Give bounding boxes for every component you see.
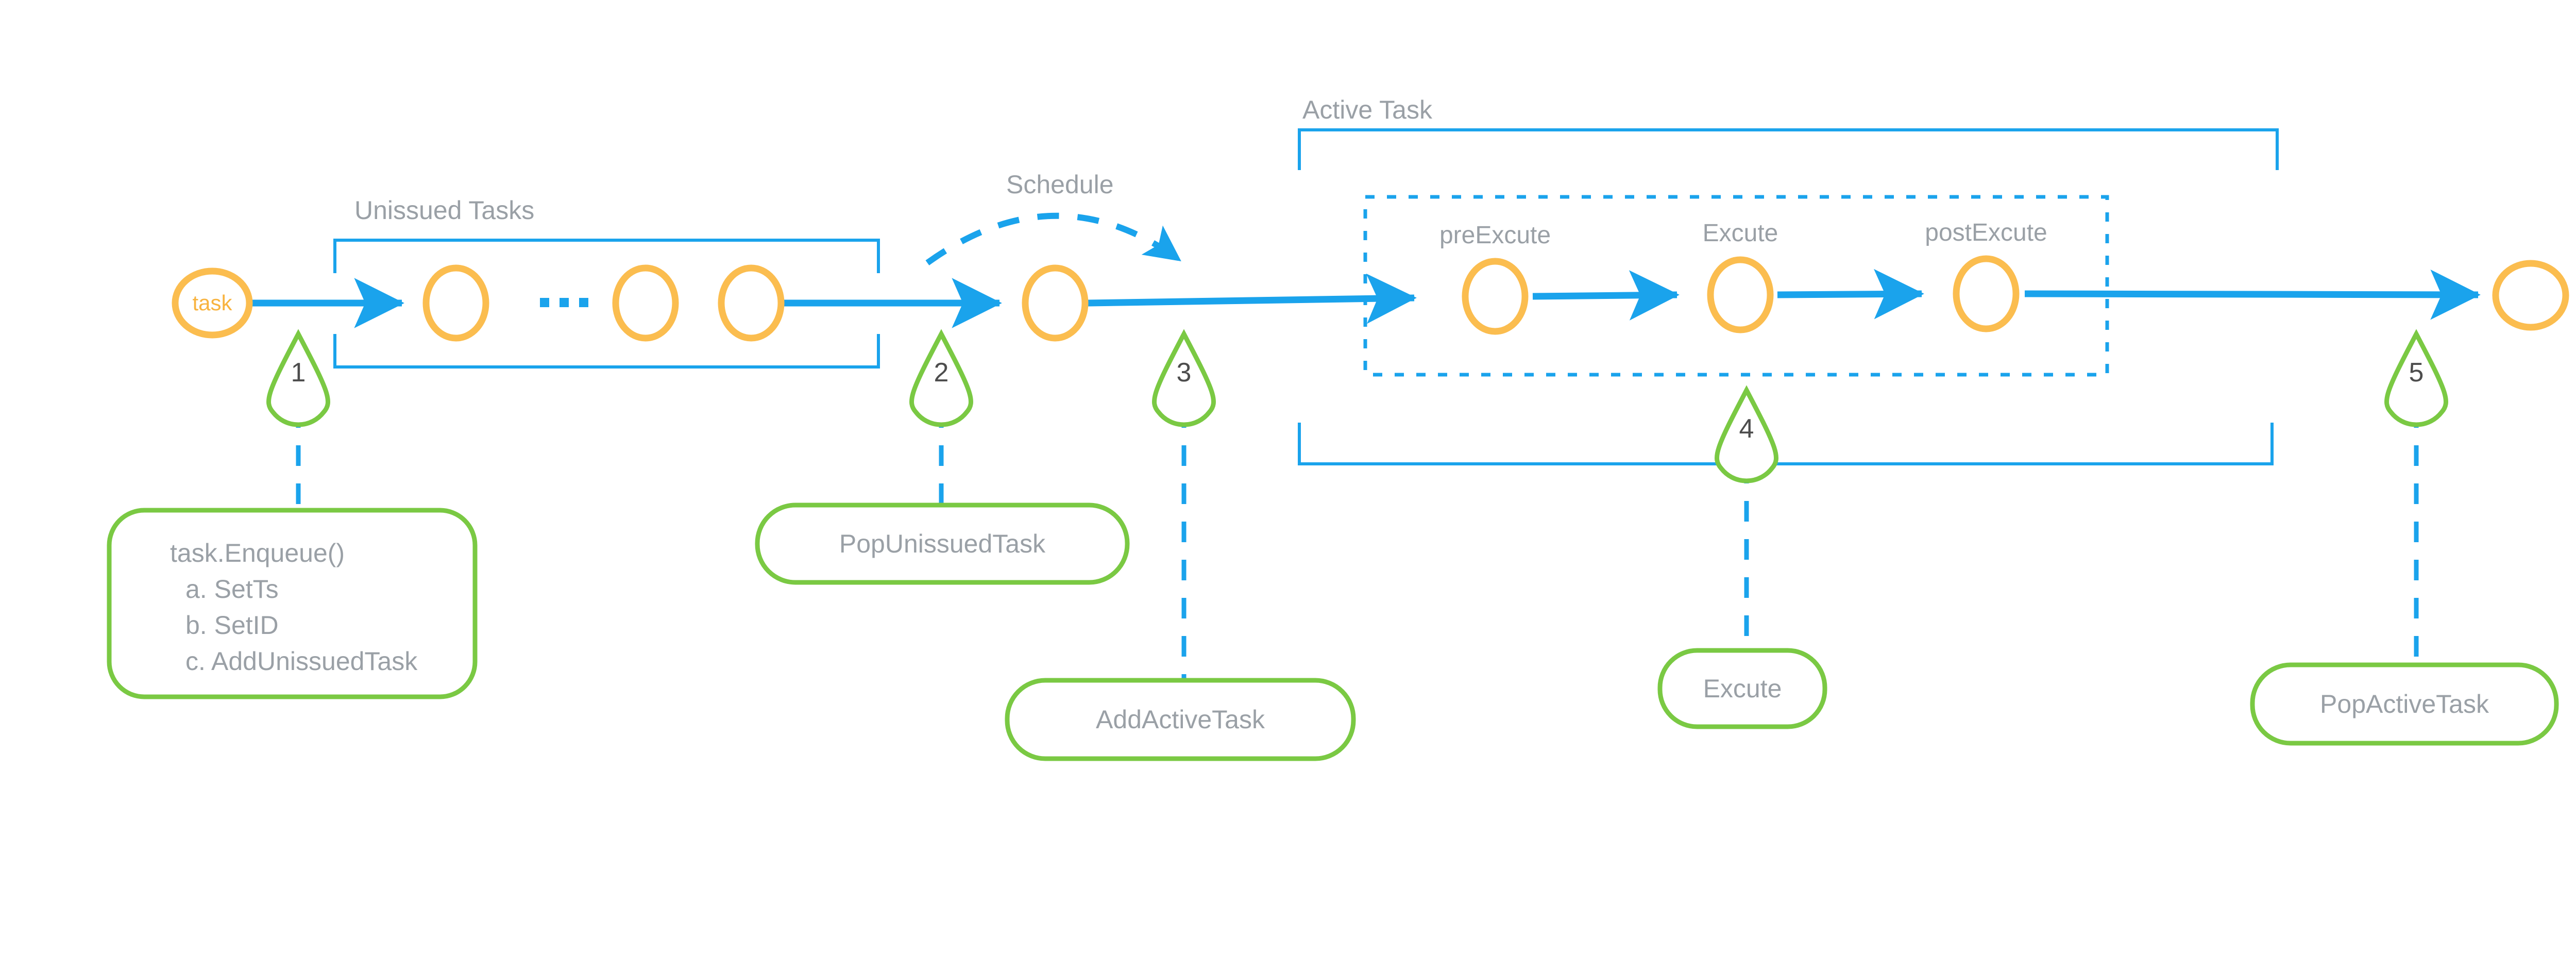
node-task-label: task (192, 291, 232, 315)
node-preexcute[interactable] (1462, 258, 1529, 335)
callout-enqueue[interactable]: task.Enqueue() a. SetTs b. SetID c. AddU… (107, 508, 478, 699)
marker-4-pin[interactable] (1715, 385, 1778, 483)
queue-ellipsis (540, 298, 588, 307)
marker-1-group: 1 (266, 329, 330, 515)
group-active-task: Active Task (1298, 95, 2279, 465)
callout-enqueue-line-4: c. AddUnissuedTask (185, 647, 418, 676)
node-scheduled[interactable] (1022, 264, 1089, 342)
marker-4-group: 4 (1715, 385, 1778, 655)
node-task[interactable] (172, 267, 253, 339)
node-done[interactable] (2492, 260, 2569, 331)
callout-enqueue-line-3: b. SetID (185, 611, 279, 640)
group-unissued-tasks: Unissued Tasks (333, 196, 880, 369)
flow-nodes: task preExcute Excute postExcute (172, 219, 2569, 342)
group-label-active-task: Active Task (1302, 95, 1433, 124)
group-label-unissued-tasks: Unissued Tasks (354, 196, 534, 225)
node-queue-tail[interactable] (718, 264, 785, 342)
bracket-active-bottom (1298, 423, 2274, 465)
callout-pop-unissued-box[interactable] (755, 503, 1130, 585)
bracket-active-top (1298, 128, 2279, 170)
callout-add-active-label: AddActiveTask (1096, 705, 1265, 734)
flow-arrow-preexcute-to-excute (1532, 270, 1680, 321)
callout-pop-unissued[interactable]: PopUnissuedTask (755, 503, 1130, 585)
dashed-execution-box (1363, 195, 2109, 377)
callout-pop-active[interactable]: PopActiveTask (2250, 662, 2559, 746)
node-postexcute[interactable] (1953, 255, 2020, 332)
node-excute[interactable] (1707, 256, 1774, 333)
schedule-label: Schedule (1006, 170, 1114, 199)
marker-5-group: 5 (2384, 329, 2448, 670)
callout-enqueue-box[interactable] (107, 508, 478, 699)
node-queue-head[interactable] (422, 264, 489, 342)
stage-label-postexcute: postExcute (1925, 219, 2047, 246)
marker-3-group: 3 (1152, 329, 1216, 685)
marker-2-number: 2 (934, 358, 949, 388)
marker-4-number: 4 (1739, 414, 1754, 444)
callout-add-active[interactable]: AddActiveTask (1005, 678, 1356, 761)
marker-3-number: 3 (1177, 358, 1192, 388)
marker-5-pin[interactable] (2384, 329, 2448, 427)
flow-arrows (251, 269, 2481, 328)
callout-enqueue-line-2: a. SetTs (185, 575, 279, 604)
marker-2-pin[interactable] (909, 329, 973, 427)
marker-2-group: 2 (909, 329, 973, 510)
flow-arrow-postexcute-to-done (2024, 270, 2481, 320)
callout-excute-label: Excute (1703, 674, 1782, 703)
stage-label-excute: Excute (1703, 220, 1778, 247)
callout-excute-box[interactable] (1657, 648, 1827, 729)
marker-5-number: 5 (2409, 358, 2424, 388)
bracket-unissued-top (333, 239, 880, 273)
callout-add-active-box[interactable] (1005, 678, 1356, 761)
callout-pop-active-label: PopActiveTask (2320, 690, 2489, 718)
queue-ellipsis-text: ... (538, 309, 539, 310)
bracket-unissued-bottom (333, 334, 880, 369)
callout-enqueue-line-1: task.Enqueue() (170, 539, 345, 567)
marker-3-pin[interactable] (1152, 329, 1216, 427)
schedule-annotation: Schedule (925, 170, 1182, 265)
marker-1-pin[interactable] (266, 329, 330, 427)
callout-pop-unissued-label: PopUnissuedTask (839, 529, 1046, 558)
node-queue-mid[interactable] (612, 264, 679, 342)
flow-arrow-excute-to-postexcute (1777, 269, 1924, 320)
callout-excute[interactable]: Excute (1657, 648, 1827, 729)
marker-1-number: 1 (291, 358, 306, 388)
callout-pop-active-box[interactable] (2250, 662, 2559, 746)
schedule-dashed-arrow (925, 212, 1182, 265)
stage-label-preexcute: preExcute (1439, 222, 1551, 249)
flow-arrow-scheduled-to-preexcute (1088, 273, 1417, 324)
